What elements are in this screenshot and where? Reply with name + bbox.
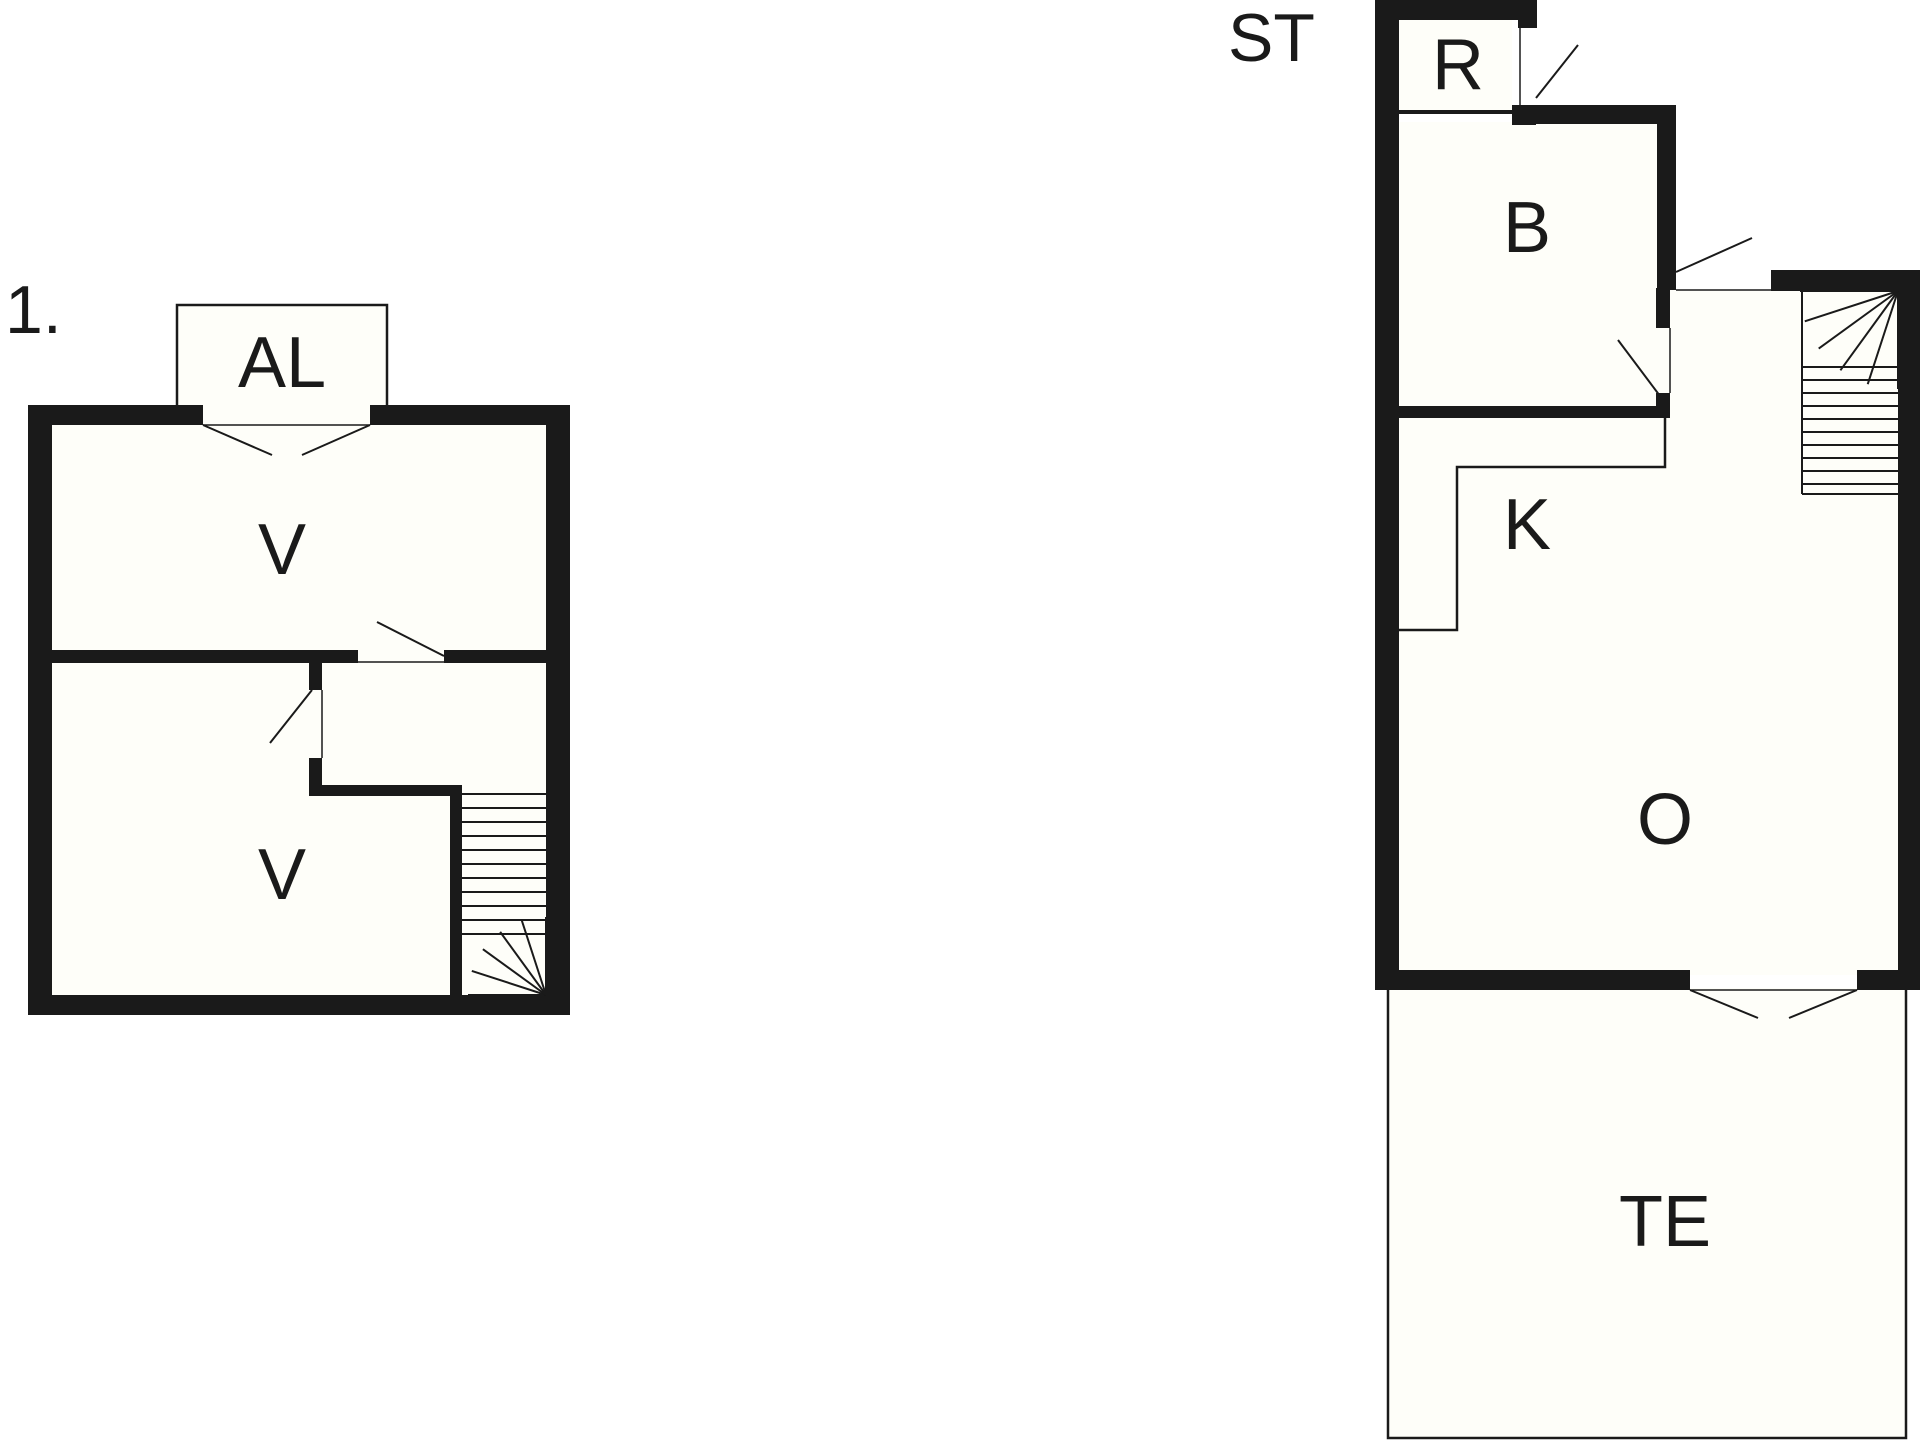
- ground-wall-bottom-right: [1857, 970, 1920, 990]
- storage-door-leaf: [1535, 44, 1579, 99]
- upper-door-top-leaf: [376, 621, 445, 657]
- hall-door-leaf: [269, 689, 313, 744]
- room-label-storage: R: [1432, 25, 1484, 105]
- bathroom-wall-bottom: [1399, 406, 1669, 418]
- stair-wall: [450, 785, 462, 995]
- balcony-outline: [175, 303, 389, 405]
- room-label-balcony: AL: [238, 323, 326, 403]
- stair-winder: [482, 948, 547, 996]
- ground-staircase: [1800, 290, 1899, 495]
- room-label-kitchen: K: [1503, 485, 1551, 565]
- upper-staircase: [462, 793, 547, 996]
- upper-wall-top-left: [28, 405, 203, 425]
- ground-wall-bottom-left: [1375, 970, 1690, 990]
- upper-wall-left: [28, 405, 52, 1015]
- stair-winder: [1818, 290, 1899, 350]
- upper-wall-middle-right: [444, 650, 546, 663]
- storage-wall-bottom: [1399, 110, 1514, 114]
- storage-door-head: [1518, 0, 1537, 28]
- ground-wall-top-bathroom: [1520, 105, 1676, 124]
- stair-winder: [1804, 290, 1899, 323]
- room-label-terrace: TE: [1619, 1182, 1711, 1262]
- ground-wall-right: [1898, 270, 1920, 990]
- stair-winder: [499, 931, 547, 996]
- terrace-door-leaf-left: [1689, 989, 1759, 1019]
- upper-wall-middle-left: [52, 650, 358, 663]
- living-floor: [1398, 290, 1898, 975]
- storage-floor: [1398, 18, 1512, 113]
- terrace-door-leaf-right: [1788, 989, 1858, 1019]
- bathroom-floor: [1398, 122, 1660, 407]
- upper-floor-label: 1.: [5, 272, 62, 348]
- ground-wall-left: [1375, 0, 1399, 990]
- entrance-door-leaf: [1675, 237, 1753, 273]
- room-label-bathroom: B: [1503, 188, 1551, 268]
- bathroom-door-foot: [1656, 393, 1670, 418]
- room-label-bedroom-bottom: V: [258, 835, 306, 915]
- stair-winder: [471, 969, 547, 996]
- kitchen-counter: [1399, 418, 1667, 632]
- balcony-door-leaf-right: [301, 424, 371, 456]
- stair-winder: [1866, 290, 1899, 385]
- upper-floor-area: [28, 405, 570, 1013]
- ground-floor-label: ST: [1228, 0, 1315, 76]
- room-label-living: O: [1637, 780, 1693, 860]
- upper-wall-top-right: [370, 405, 570, 425]
- terrace-floor: [1388, 988, 1906, 1438]
- terrace-outline: [1386, 990, 1908, 1440]
- room-label-bedroom-top: V: [258, 510, 306, 590]
- balcony-floor: [177, 305, 387, 405]
- bathroom-door-leaf: [1617, 339, 1661, 397]
- stair-winder: [520, 920, 547, 996]
- ground-floor: ST R B K O TE: [1228, 0, 1920, 1440]
- hall-wall-bottom: [309, 785, 462, 796]
- balcony-door-leaf-left: [202, 424, 273, 456]
- upper-floor: 1. AL V V: [5, 272, 570, 1015]
- stair-winder: [1839, 290, 1899, 371]
- upper-wall-bottom: [28, 995, 570, 1015]
- bathroom-wall-right: [1657, 105, 1676, 290]
- upper-wall-right: [546, 405, 570, 1015]
- ground-wall-top-storage: [1375, 0, 1537, 20]
- bathroom-door-head: [1656, 288, 1670, 328]
- ground-wall-top-right: [1771, 270, 1920, 291]
- hall-wall-upper: [309, 663, 322, 690]
